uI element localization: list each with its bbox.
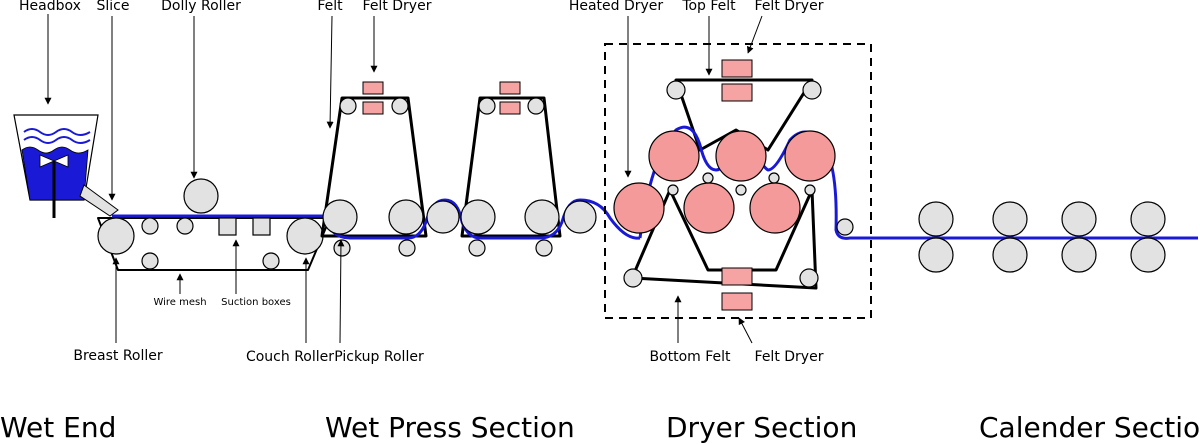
calender-roller [1130,201,1166,237]
wet-end-section-label: Wet End [0,411,116,444]
felt-guide-roller [667,184,679,196]
dryer-section-label: Dryer Section [666,411,857,444]
top-felt-label: Top Felt [681,0,736,14]
felt-guide-roller [478,97,496,115]
calender-roller [918,237,954,273]
press-roller [524,199,560,235]
felt-dryer-block [721,83,753,102]
exit-roller [836,218,854,236]
felt-dryer-top-label: Felt Dryer [755,0,824,14]
felt-guide-roller [339,97,357,115]
felt-guide-roller [804,184,816,196]
wire-mesh-label: Wire mesh [153,297,206,308]
table-roller [176,217,194,235]
breast-roller-label: Breast Roller [73,348,163,364]
dryer-guide-roller [799,268,819,288]
felt-dryer-press-label: Felt Dryer [363,0,432,14]
calender-roller [992,237,1028,273]
return-roller [262,252,280,270]
suction-box [218,217,237,236]
felt-dryer-block [362,81,384,95]
press-bottom-roller [468,239,486,257]
heated-dryer-cylinder [715,130,767,182]
heated-dryer-cylinder [683,182,735,234]
calender-roller [1061,237,1097,273]
heated-dryer-label: Heated Dryer [569,0,664,14]
dolly-roller [183,178,219,214]
couch-roller [286,217,324,255]
calender-roller [992,201,1028,237]
calender-roller [1130,237,1166,273]
calender-roller [1061,201,1097,237]
felt-dryer-block [499,101,521,115]
dryer-hood [604,43,872,319]
felt-label: Felt [317,0,343,14]
press-roller [460,199,496,235]
paper-web-press [324,198,641,240]
couch-roller-label: Couch Roller [246,349,334,365]
heated-dryer-cylinder [749,182,801,234]
dryer-guide-roller [666,80,686,100]
calender-section-label: Calender Section [979,411,1200,444]
slice-label: Slice [97,0,130,14]
pickup-roller-label: Pickup Roller [334,349,424,365]
heated-dryer-cylinder [613,182,665,234]
felt-guide-roller [768,172,780,184]
dryer-guide-roller [623,268,643,288]
press-roller [426,200,460,234]
return-roller [141,252,159,270]
suction-boxes-label: Suction boxes [221,297,291,308]
press-bottom-roller [398,239,416,257]
table-roller [141,217,159,235]
press-bottom-roller [535,239,553,257]
felt-dryer-block [721,267,753,286]
suction-box [252,217,271,236]
press-felt-2 [460,96,562,238]
headbox-label: Headbox [19,0,81,14]
felt-guide-roller [702,172,714,184]
press-roller [322,199,358,235]
felt-dryer-block [362,101,384,115]
dolly-roller-label: Dolly Roller [161,0,241,14]
felt-guide-roller [735,184,747,196]
felt-dryer-block [499,81,521,95]
leader-lines [44,14,763,344]
press-roller [563,200,597,234]
heated-dryer-cylinder [784,130,836,182]
felt-dryer-block [721,59,753,78]
pickup-roller [333,239,351,257]
felt-dryer-bottom-label: Felt Dryer [755,349,824,365]
felt-guide-roller [391,97,409,115]
headbox [13,114,119,218]
press-roller [388,199,424,235]
heated-dryer-cylinder [648,130,700,182]
press-felt-1 [320,96,428,238]
breast-roller [97,217,135,255]
felt-guide-roller [527,97,545,115]
bottom-felt-label: Bottom Felt [649,349,731,365]
wet-press-section-label: Wet Press Section [325,411,575,444]
felt-dryer-block [721,292,753,311]
dryer-guide-roller [802,80,822,100]
calender-roller [918,201,954,237]
